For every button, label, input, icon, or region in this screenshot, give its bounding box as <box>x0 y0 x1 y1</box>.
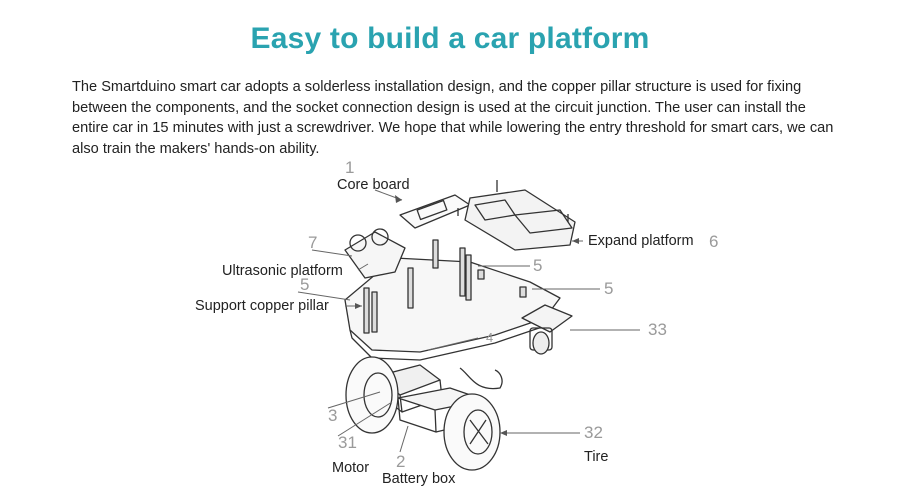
label-core-board: Core board <box>337 177 410 193</box>
callout-4: 4 <box>486 330 494 345</box>
page-title: Easy to build a car platform <box>250 22 650 55</box>
callout-5-right: 5 <box>604 279 614 298</box>
label-motor: Motor <box>332 460 370 476</box>
label-tire: Tire <box>584 449 609 465</box>
label-ultrasonic-platform: Ultrasonic platform <box>222 263 343 279</box>
callout-31: 31 <box>338 433 357 452</box>
label-expand-platform: Expand platform <box>588 233 694 249</box>
ultrasonic-platform-shape <box>344 231 406 279</box>
label-battery-box: Battery box <box>382 471 456 487</box>
callout-6: 6 <box>709 232 719 251</box>
core-board-shape <box>399 194 471 229</box>
left-wheel <box>345 356 399 434</box>
callout-33: 33 <box>648 320 667 339</box>
callout-32: 32 <box>584 423 603 442</box>
callout-1: 1 <box>345 158 355 177</box>
callout-3: 3 <box>328 406 338 425</box>
callout-7: 7 <box>308 233 318 252</box>
callout-2: 2 <box>396 452 406 471</box>
callout-5-middle: 5 <box>533 256 543 275</box>
caster-plate <box>521 304 573 333</box>
description-paragraph: The Smartduino smart car adopts a solder… <box>72 79 834 157</box>
label-support-copper-pillar: Support copper pillar <box>195 298 329 314</box>
callout-5-left: 5 <box>300 275 310 294</box>
